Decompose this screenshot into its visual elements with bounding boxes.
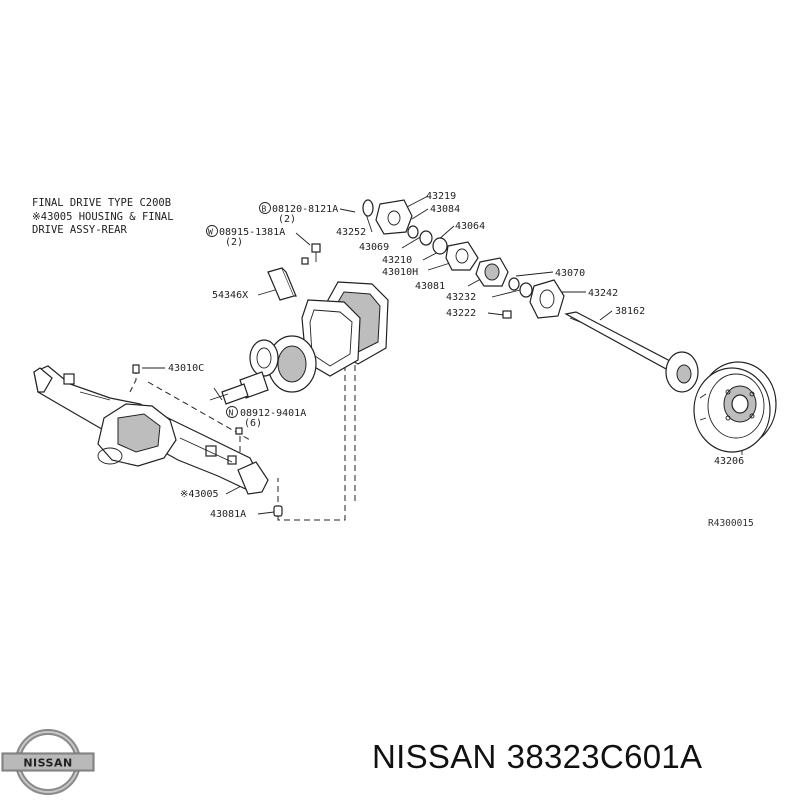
label-43210: 43210 (382, 255, 412, 266)
header-line-3: DRIVE ASSY-REAR (32, 224, 128, 236)
header-line-1: FINAL DRIVE TYPE C200B (32, 197, 171, 209)
label-43232: 43232 (446, 292, 476, 303)
header-line-2: ※43005 HOUSING & FINAL (32, 211, 174, 223)
reference-code: R4300015 (708, 518, 754, 529)
brake-drum (693, 361, 777, 453)
fastener-callout-w: W 08915-1381A (2) (206, 225, 311, 248)
fastener-qty-b: (2) (278, 214, 296, 225)
fastener-code-w: 08915-1381A (219, 227, 285, 238)
part-number: 38323C601A (506, 738, 703, 775)
label-43081a: 43081A (210, 509, 246, 520)
fastener-code-b: 08120-8121A (272, 204, 338, 215)
fastener-prefix-n: N (229, 409, 234, 418)
label-43069: 43069 (359, 242, 389, 253)
fastener-prefix-w: W (208, 228, 213, 237)
fastener-callout-n: N 08912-9401A (6) (226, 406, 306, 429)
fastener-code-n: 08912-9401A (240, 408, 306, 419)
bracket-54346x (267, 267, 297, 301)
fastener-prefix-b: B (262, 205, 267, 214)
label-54346x: 54346X (212, 290, 248, 301)
bolt-hardware (132, 243, 512, 517)
logo-text: NISSAN (23, 757, 72, 770)
axle-shaft (564, 311, 699, 393)
diff-carrier (209, 335, 317, 405)
label-43010c: 43010C (168, 363, 204, 374)
label-43219: 43219 (426, 191, 456, 202)
axle-housing (33, 365, 269, 495)
label-43222: 43222 (446, 308, 476, 319)
label-43242: 43242 (588, 288, 618, 299)
label-43005: ※43005 (180, 489, 218, 500)
label-43070: 43070 (555, 268, 585, 279)
label-43206: 43206 (714, 456, 744, 467)
label-43081: 43081 (415, 281, 445, 292)
fastener-qty-w: (2) (225, 237, 243, 248)
label-43252: 43252 (336, 227, 366, 238)
label-43064: 43064 (455, 221, 485, 232)
label-43084: 43084 (430, 204, 460, 215)
nissan-logo: NISSAN (1, 729, 95, 795)
brand-name: NISSAN (372, 738, 497, 775)
fastener-callout-b: B 08120-8121A (2) (259, 202, 356, 225)
axle-components (362, 199, 565, 319)
fastener-qty-n: (6) (244, 418, 262, 429)
diff-cover (301, 281, 389, 377)
label-43010h: 43010H (382, 267, 418, 278)
label-38162: 38162 (615, 306, 645, 317)
